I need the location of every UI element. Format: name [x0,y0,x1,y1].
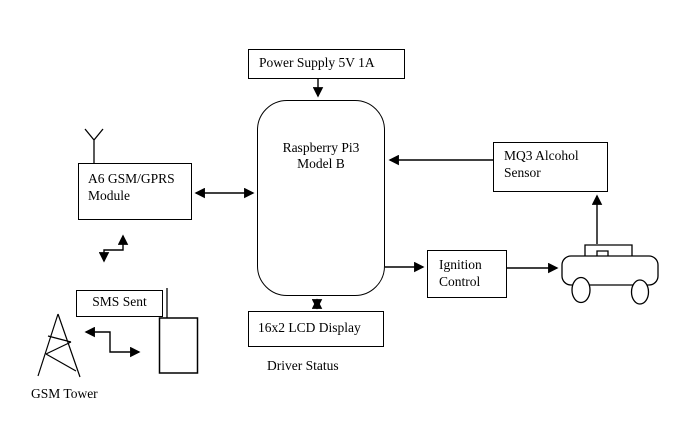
mq3-alcohol-sensor-box: MQ3 Alcohol Sensor [493,142,608,192]
gsm-tower-icon [37,313,81,378]
edge-tower-phone-stepped [84,326,141,358]
mobile-phone-icon [158,288,199,374]
gsm-tower-label: GSM Tower [31,386,98,401]
lcd-display-box: 16x2 LCD Display [248,311,384,347]
ignition-control-box: Ignition Control [427,250,507,298]
sms-sent-box: SMS Sent [76,290,163,317]
raspberry-pi-box: Raspberry Pi3 Model B [257,100,385,296]
car-icon [561,244,659,305]
driver-status-label: Driver Status [267,358,339,373]
power-supply-box: Power Supply 5V 1A [248,49,405,79]
edge-gsm-sms-stepped [98,234,129,263]
gsm-module-box: A6 GSM/GPRS Module [78,163,192,220]
antenna-icon [84,128,104,163]
